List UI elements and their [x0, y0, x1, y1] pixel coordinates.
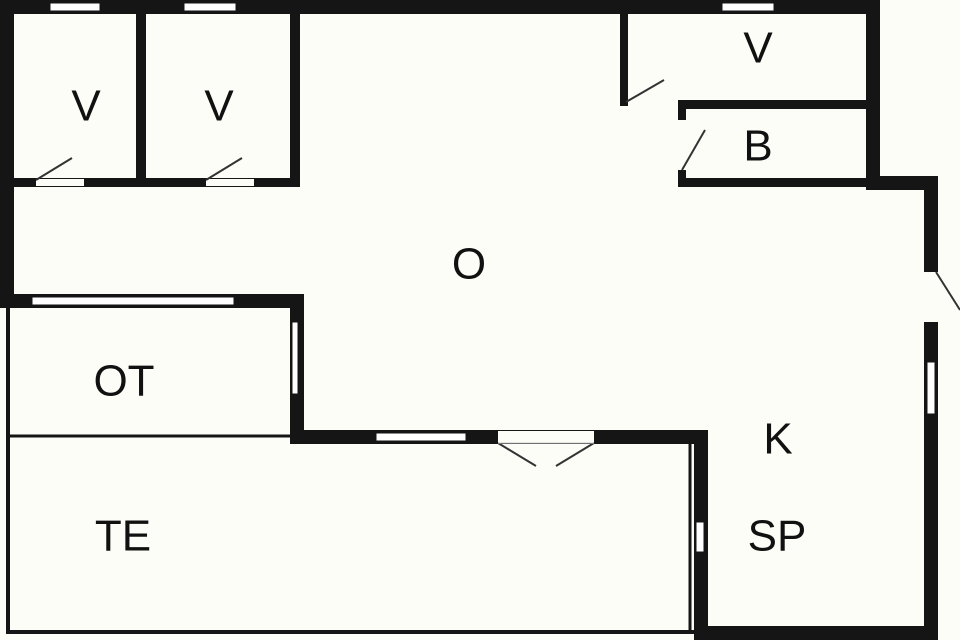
room-label-v3: V [743, 24, 773, 73]
thin-walls [6, 300, 696, 634]
room-label-ot: OT [93, 357, 154, 406]
room-label-o: O [452, 240, 486, 289]
door [35, 157, 73, 181]
window [721, 2, 775, 12]
door [935, 271, 960, 311]
window [695, 521, 705, 553]
door [497, 442, 537, 467]
door-swings [35, 79, 960, 467]
room-label-v2: V [204, 82, 234, 131]
window [926, 361, 936, 415]
window [375, 432, 467, 442]
room-label-b: B [743, 122, 772, 171]
window [291, 321, 299, 395]
room-label-sp: SP [748, 512, 807, 561]
door [625, 79, 665, 103]
window [31, 296, 235, 306]
door [205, 157, 243, 181]
window [183, 2, 237, 12]
door [681, 129, 706, 171]
room-labels: V V V B O OT TE K SP [71, 24, 806, 561]
room-label-k: K [763, 415, 792, 464]
room-label-v1: V [71, 82, 101, 131]
window [49, 2, 101, 12]
room-label-te: TE [95, 512, 151, 561]
door [555, 442, 595, 467]
door-openings [36, 100, 937, 443]
windows [31, 2, 936, 553]
